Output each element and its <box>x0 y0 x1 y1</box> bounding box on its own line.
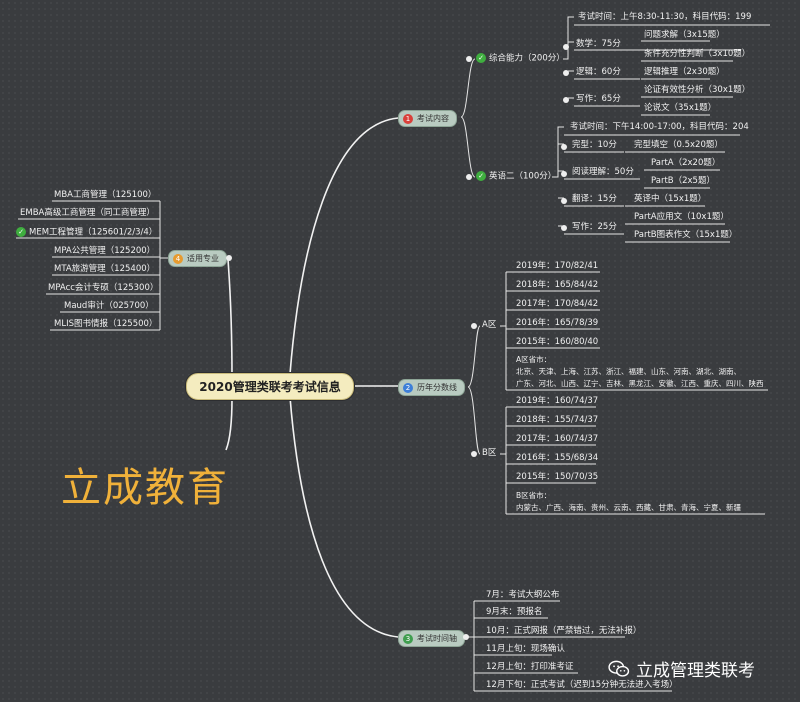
zone-a-2016: 2016年：165/78/39 <box>516 318 599 328</box>
topic-comprehensive[interactable]: ✓综合能力（200分） <box>476 53 565 65</box>
comprehensive-time: 考试时间：上午8:30-11:30，科目代码：199 <box>578 12 752 22</box>
zone-a-2017: 2017年：170/84/42 <box>516 299 599 309</box>
zone-a-provinces-1: 北京、天津、上海、江苏、浙江、福建、山东、河南、湖北、湖南、 <box>516 367 741 376</box>
zone-b-2019: 2019年：160/74/37 <box>516 396 599 406</box>
branch-label: 考试内容 <box>417 114 449 123</box>
branch-score-lines[interactable]: 2 历年分数线 <box>398 379 465 396</box>
collapse-dot-icon[interactable] <box>463 634 469 640</box>
badge-2-icon: 2 <box>403 382 413 393</box>
timeline-item: 12月上旬：打印准考证 <box>486 662 574 672</box>
collapse-dot-icon[interactable] <box>561 171 567 177</box>
wechat-icon <box>608 660 630 677</box>
timeline-item: 12月下旬：正式考试（迟到15分钟无法进入考场） <box>486 680 678 690</box>
major-item: MPA公共管理（125200） <box>54 246 156 256</box>
leaf-math-2: 条件充分性判断（3x10题） <box>644 49 751 59</box>
leaf-math-1: 问题求解（3x15题） <box>644 30 725 40</box>
badge-3-icon: 3 <box>403 633 413 644</box>
collapse-dot-icon[interactable] <box>563 70 569 76</box>
leaf-translation-1: 英译中（15x1题） <box>634 194 707 204</box>
topic-english[interactable]: ✓英语二（100分） <box>476 171 556 183</box>
major-item: MBA工商管理（125100） <box>54 190 157 200</box>
leaf-cloze-1: 完型填空（0.5x20题） <box>634 140 723 150</box>
math-score: 数学：75分 <box>576 39 621 49</box>
zone-b-2018: 2018年：155/74/37 <box>516 415 599 425</box>
collapse-dot-icon[interactable] <box>561 225 567 231</box>
zone-a-label[interactable]: A区 <box>482 320 497 330</box>
branch-majors[interactable]: 4 适用专业 <box>168 250 227 267</box>
zone-a-provinces-title: A区省市： <box>516 355 552 364</box>
collapse-dot-icon[interactable] <box>563 44 569 50</box>
collapse-dot-icon[interactable] <box>563 97 569 103</box>
cloze-score: 完型：10分 <box>572 140 617 150</box>
branch-label: 适用专业 <box>187 254 219 263</box>
collapse-dot-icon[interactable] <box>226 255 232 261</box>
major-item: Maud审计（025700） <box>64 301 154 311</box>
zone-b-2017: 2017年：160/74/37 <box>516 434 599 444</box>
major-item: EMBA高级工商管理（同工商管理） <box>20 208 155 218</box>
logic-score: 逻辑：60分 <box>576 67 621 77</box>
zone-b-provinces-1: 内蒙古、广西、海南、贵州、云南、西藏、甘肃、青海、宁夏、新疆 <box>516 503 741 512</box>
collapse-dot-icon[interactable] <box>466 174 472 180</box>
collapse-dot-icon[interactable] <box>471 323 477 329</box>
major-item-mem: ✓MEM工程管理（125601/2/3/4） <box>16 227 157 239</box>
check-icon: ✓ <box>476 53 486 63</box>
branch-label: 考试时间轴 <box>417 634 457 643</box>
translation-score: 翻译：15分 <box>572 194 617 204</box>
zone-a-provinces-2: 广东、河北、山西、辽宁、吉林、黑龙江、安徽、江西、重庆、四川、陕西 <box>516 379 764 388</box>
check-icon: ✓ <box>476 171 486 181</box>
zone-b-label[interactable]: B区 <box>482 448 497 458</box>
major-item: MLIS图书情报（125500） <box>54 319 158 329</box>
collapse-dot-icon[interactable] <box>466 56 472 62</box>
zone-a-2018: 2018年：165/84/42 <box>516 280 599 290</box>
leaf-writing-1: 论证有效性分析（30x1题） <box>644 85 751 95</box>
badge-1-icon: 1 <box>403 113 413 124</box>
leaf-reading-2: PartB（2x5题） <box>651 176 715 186</box>
timeline-item: 11月上旬：现场确认 <box>486 644 565 654</box>
watermark-label: 立成管理类联考 <box>636 661 755 681</box>
major-item: MPAcc会计专硕（125300） <box>48 283 159 293</box>
writing-score: 写作：65分 <box>576 94 621 104</box>
english-time: 考试时间：下午14:00-17:00，科目代码：204 <box>570 122 749 132</box>
timeline-item: 10月：正式网报（严禁错过，无法补报） <box>486 626 642 636</box>
branch-label: 历年分数线 <box>417 383 457 392</box>
check-icon: ✓ <box>16 227 26 237</box>
english-writing-score: 写作：25分 <box>572 222 617 232</box>
collapse-dot-icon[interactable] <box>561 144 567 150</box>
zone-b-provinces-title: B区省市： <box>516 491 552 500</box>
central-topic[interactable]: 2020管理类联考考试信息 <box>186 373 354 400</box>
major-item: MTA旅游管理（125400） <box>54 264 156 274</box>
zone-a-2015: 2015年：160/80/40 <box>516 337 599 347</box>
leaf-ewriting-1: PartA应用文（10x1题） <box>634 212 729 222</box>
leaf-reading-1: PartA（2x20题） <box>651 158 721 168</box>
leaf-writing-2: 论说文（35x1题） <box>644 103 717 113</box>
leaf-ewriting-2: PartB图表作文（15x1题） <box>634 230 738 240</box>
branch-exam-timeline[interactable]: 3 考试时间轴 <box>398 630 465 647</box>
zone-b-2016: 2016年：155/68/34 <box>516 453 599 463</box>
reading-score: 阅读理解：50分 <box>572 167 634 177</box>
collapse-dot-icon[interactable] <box>471 451 477 457</box>
zone-b-2015: 2015年：150/70/35 <box>516 472 599 482</box>
timeline-item: 7月：考试大纲公布 <box>486 590 560 600</box>
brand-text: 立成教育 <box>61 465 229 511</box>
zone-a-2019: 2019年：170/82/41 <box>516 261 599 271</box>
watermark: 立成管理类联考 <box>608 656 755 681</box>
badge-4-icon: 4 <box>173 253 183 264</box>
timeline-item: 9月末：预报名 <box>486 607 543 617</box>
leaf-logic-1: 逻辑推理（2x30题） <box>644 67 725 77</box>
branch-exam-content[interactable]: 1 考试内容 <box>398 110 457 127</box>
collapse-dot-icon[interactable] <box>561 198 567 204</box>
